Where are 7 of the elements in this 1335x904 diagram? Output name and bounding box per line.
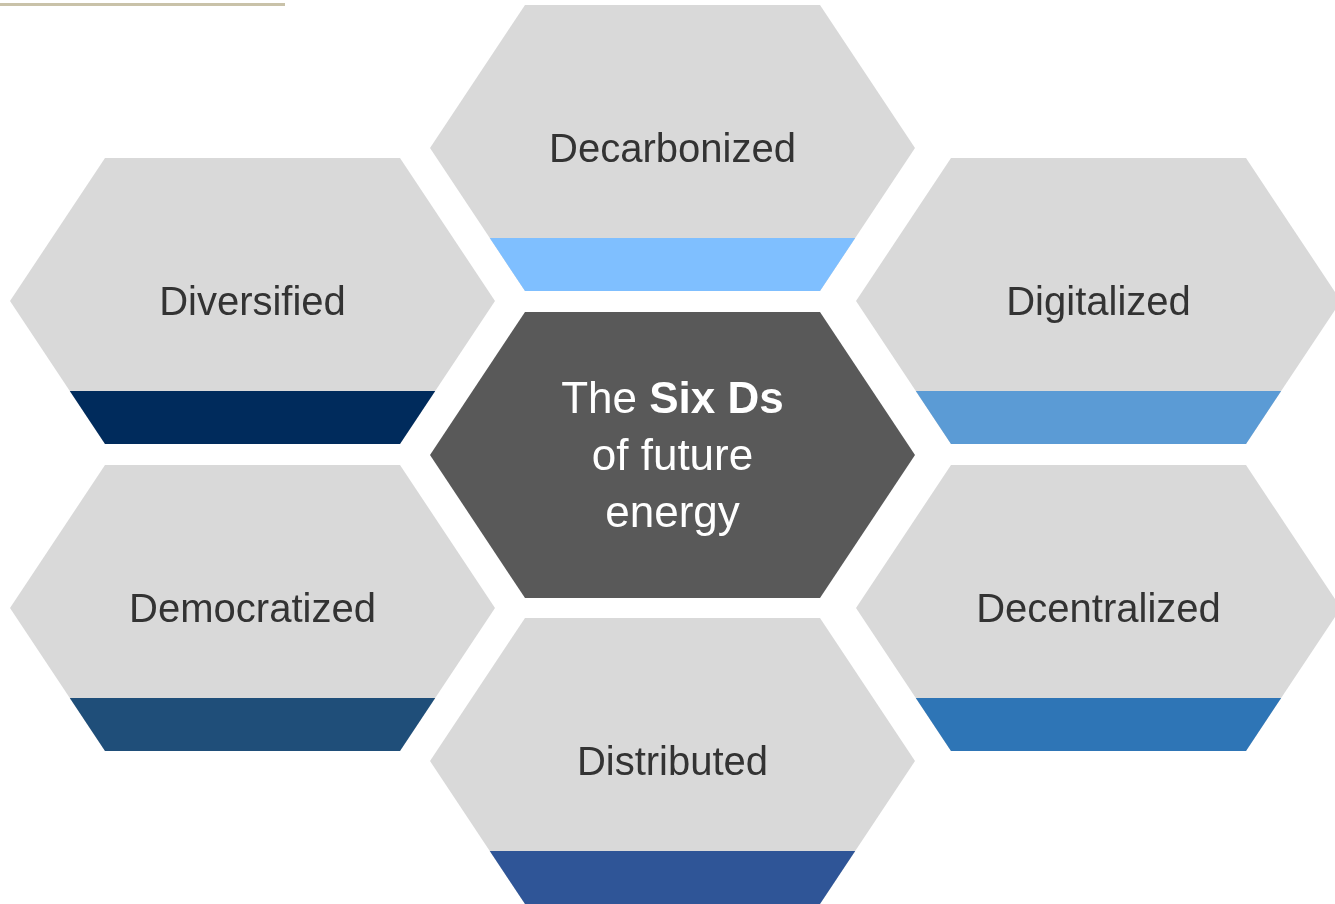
hexagon-label: Diversified: [159, 278, 346, 324]
hexagon-label: Distributed: [576, 738, 769, 784]
hexagon-label: Decarbonized: [549, 125, 796, 171]
hexagon-label: Democratized: [129, 585, 376, 631]
hexagon-label: Digitalized: [1006, 278, 1191, 324]
hexagon-label: Decentralized: [976, 585, 1221, 631]
center-title: The Six Ds of future energy: [560, 372, 785, 539]
